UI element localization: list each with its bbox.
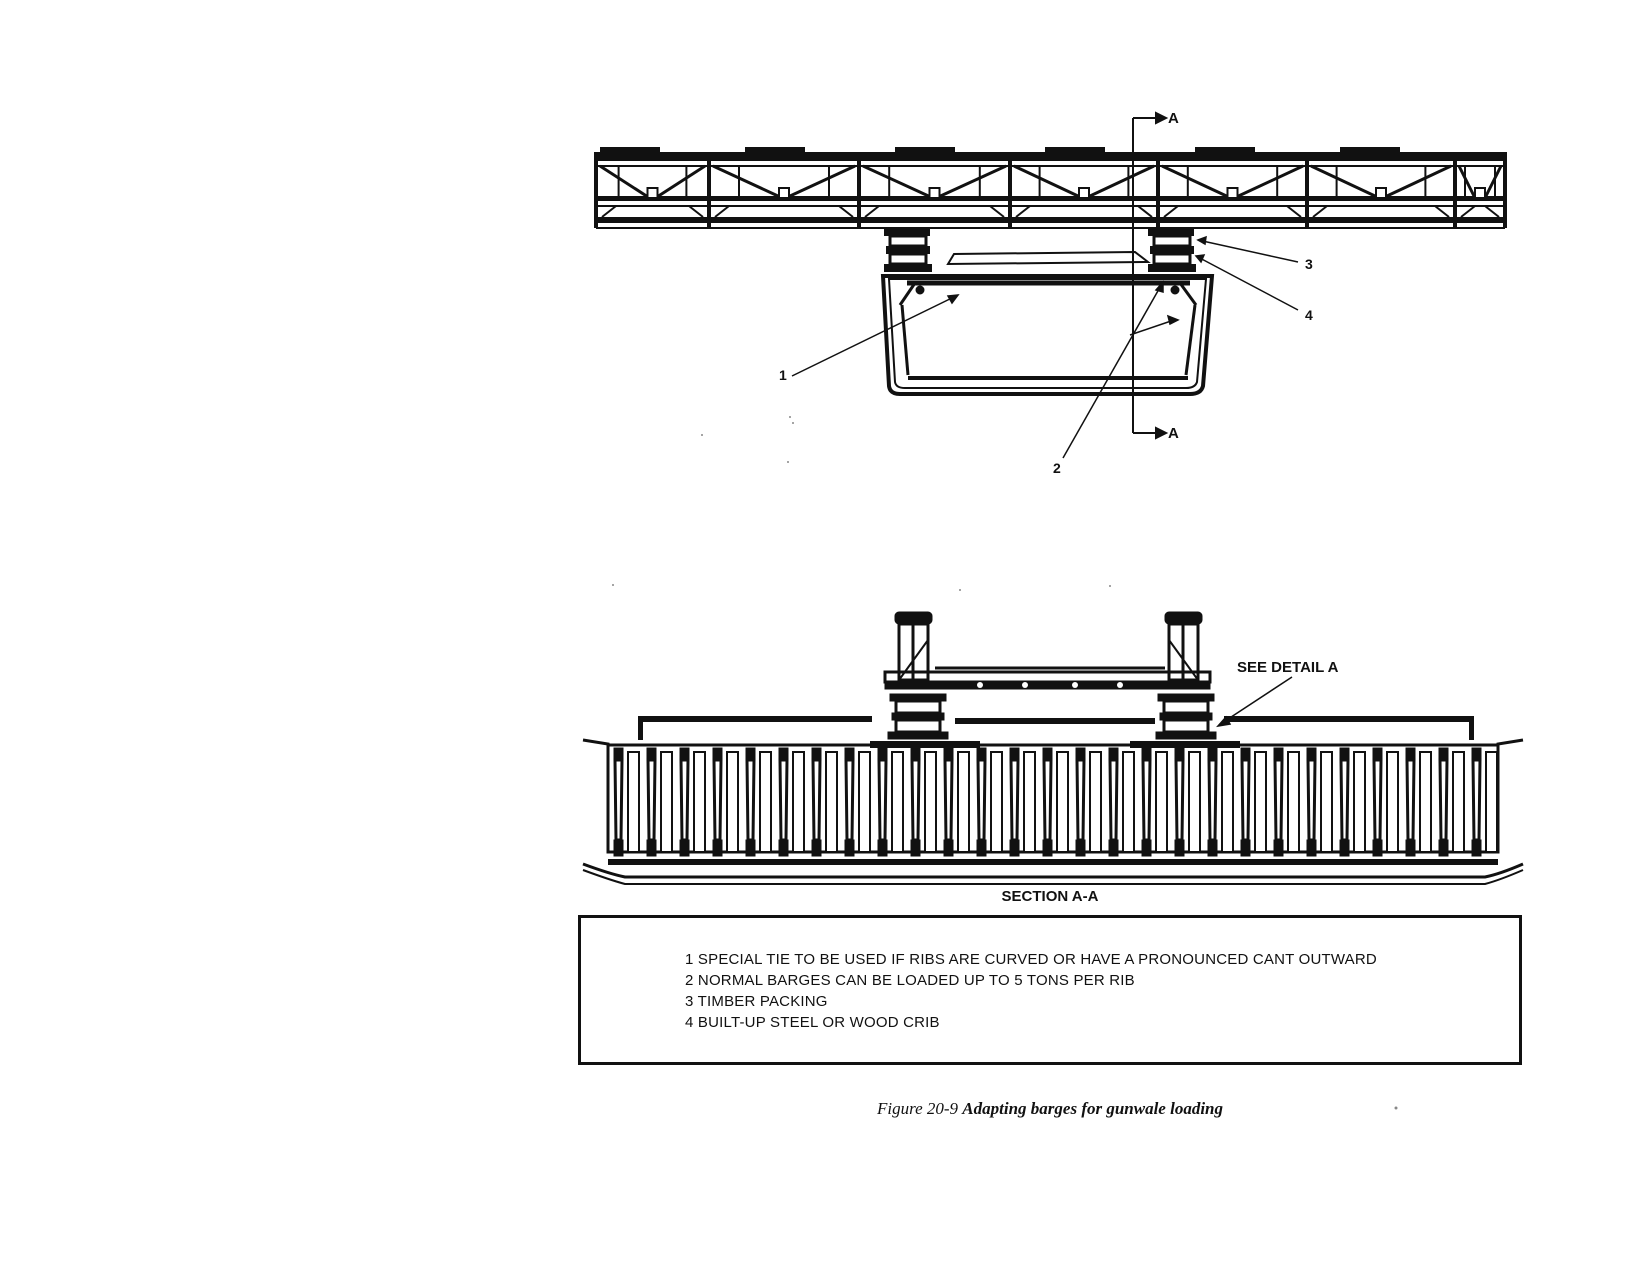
scan-speckle [612,416,1398,1110]
note-4: 4 BUILT-UP STEEL OR WOOD CRIB [685,1014,940,1031]
detail-leader [1216,676,1293,728]
notes-list: 1 SPECIAL TIE TO BE USED IF RIBS ARE CUR… [685,949,1377,1033]
deck-beams [638,716,1474,748]
section-frame [883,611,1212,690]
note-2: 2 NORMAL BARGES CAN BE LOADED UP TO 5 TO… [685,972,1135,989]
crib-right [1148,228,1196,272]
section-cut-line [1132,111,1169,440]
figure-title: Adapting barges for gunwale loading [962,1099,1224,1118]
callout-4: 4 [1305,307,1313,323]
section-title: SECTION A-A [1002,888,1099,905]
callout-leaders [791,235,1299,459]
section-cribs [887,693,1217,740]
note-3: 3 TIMBER PACKING [685,993,828,1010]
note-1: 1 SPECIAL TIE TO BE USED IF RIBS ARE CUR… [685,951,1377,968]
truss-bridge [594,147,1507,229]
notes-box: 1 SPECIAL TIE TO BE USED IF RIBS ARE CUR… [578,915,1522,1065]
crib-left [884,228,932,272]
section-marker-bottom: A [1168,425,1179,442]
callout-2: 2 [1053,460,1061,476]
callout-3: 3 [1305,256,1313,272]
figure-number: Figure 20-9 [876,1099,959,1118]
figure-caption: Figure 20-9 Adapting barges for gunwale … [578,1099,1522,1119]
callout-1: 1 [779,367,787,383]
barge-side-elevation [582,738,1524,885]
deck-timber [946,250,1151,266]
section-marker-top: A [1168,110,1179,127]
see-detail-label: SEE DETAIL A [1237,659,1339,676]
barge-hull-cross-section [880,274,1215,396]
